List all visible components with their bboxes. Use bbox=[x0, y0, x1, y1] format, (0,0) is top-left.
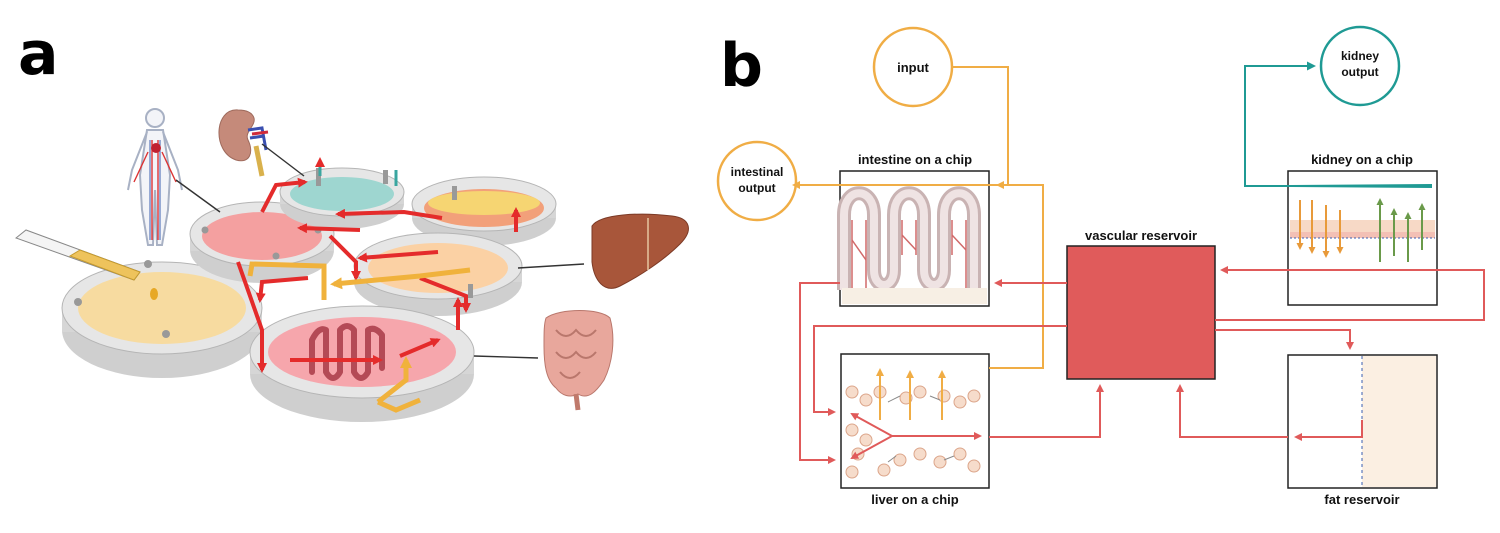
panel-b-letter: b bbox=[720, 31, 763, 101]
intestinal-output-node: intestinal output bbox=[716, 140, 798, 222]
fat-dish bbox=[411, 176, 557, 246]
vascular-reservoir: vascular reservoir bbox=[1066, 228, 1216, 380]
input-dish bbox=[61, 260, 263, 378]
liver-icon bbox=[591, 213, 689, 289]
intestinal-output-label-2: output bbox=[738, 181, 775, 195]
panel-a-letter: a bbox=[18, 19, 59, 89]
intestine-chip: intestine on a chip bbox=[837, 152, 990, 307]
kidney-leader-line bbox=[261, 143, 305, 177]
kidney-output-label-1: kidney bbox=[1341, 49, 1379, 63]
nutrient-connectors bbox=[792, 66, 1044, 369]
panel-b: b input kidney output intestinal output … bbox=[716, 25, 1485, 507]
intestine-dish bbox=[249, 305, 475, 422]
panel-a: a bbox=[14, 19, 689, 422]
intestinal-output-label-1: intestinal bbox=[731, 165, 784, 179]
liver-chip-label: liver on a chip bbox=[871, 492, 958, 507]
liver-chip: liver on a chip bbox=[840, 353, 990, 507]
pipette-icon bbox=[14, 229, 158, 300]
kidney-output-label-2: output bbox=[1341, 65, 1378, 79]
fat-reservoir: fat reservoir bbox=[1287, 354, 1438, 507]
intestine-leader-line bbox=[473, 355, 539, 359]
intestine-icon bbox=[543, 310, 614, 411]
kidney-dish bbox=[279, 167, 405, 229]
vascular-connectors bbox=[799, 266, 1485, 464]
vascular-flow-arrows bbox=[236, 177, 521, 373]
vascular-reservoir-label: vascular reservoir bbox=[1085, 228, 1197, 243]
kidney-chip: kidney on a chip bbox=[1287, 152, 1438, 306]
nutrient-flow-arrows bbox=[247, 261, 471, 413]
vascular-system-icon bbox=[127, 108, 183, 246]
kidney-chip-label: kidney on a chip bbox=[1311, 152, 1413, 167]
liver-leader-line bbox=[517, 263, 585, 269]
input-label: input bbox=[897, 60, 929, 75]
kidney-output-gradient bbox=[1292, 184, 1432, 188]
kidney-output-arrows bbox=[315, 157, 398, 186]
intestine-chip-label: intestine on a chip bbox=[858, 152, 972, 167]
input-node: input bbox=[872, 26, 954, 108]
vascular-leader-line bbox=[175, 179, 221, 213]
fat-reservoir-label: fat reservoir bbox=[1324, 492, 1399, 507]
kidney-icon bbox=[218, 109, 269, 177]
kidney-output-node: kidney output bbox=[1319, 25, 1401, 107]
